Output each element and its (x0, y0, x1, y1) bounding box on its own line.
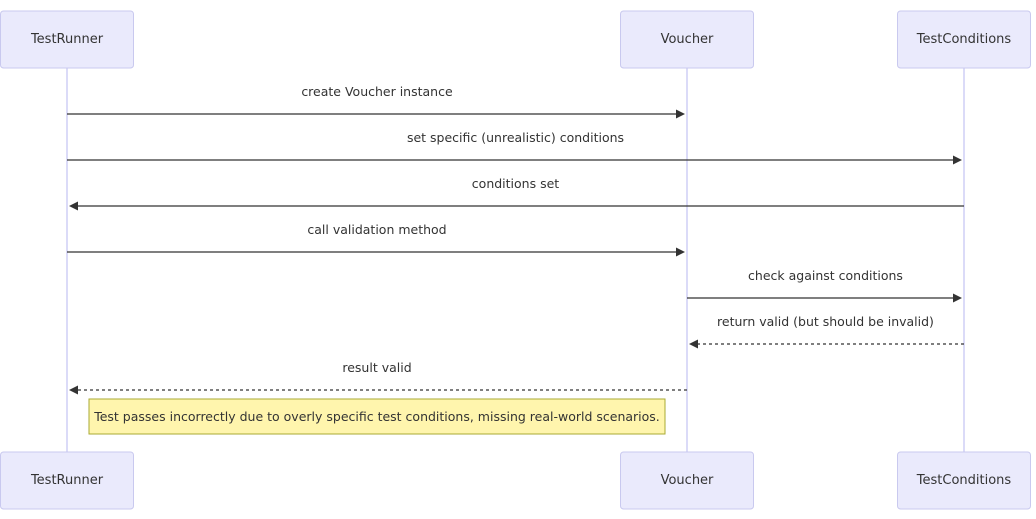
actor-runner-bottom: TestRunner (0, 451, 134, 510)
actors-bottom: TestRunner Voucher TestConditions (0, 451, 1031, 510)
note-box-group: Test passes incorrectly due to overly sp… (88, 398, 666, 435)
message-5: check against conditions (687, 268, 962, 303)
actor-label: TestConditions (916, 473, 1012, 488)
arrowhead-icon (953, 155, 962, 165)
messages: create Voucher instance set specific (unr… (67, 84, 964, 395)
arrowhead-icon (69, 385, 78, 395)
actor-conditions-top: TestConditions (897, 10, 1031, 69)
arrowhead-icon (676, 247, 685, 257)
lifelines (66, 68, 965, 452)
actor-label: TestRunner (30, 473, 104, 488)
message-label: return valid (but should be invalid) (717, 314, 934, 329)
message-1: create Voucher instance (67, 84, 685, 119)
message-label: set specific (unrealistic) conditions (407, 130, 624, 145)
arrowhead-icon (676, 109, 685, 119)
note-text: Test passes incorrectly due to overly sp… (93, 409, 660, 424)
actor-runner-top: TestRunner (0, 10, 134, 69)
actor-box (620, 451, 754, 510)
note: Test passes incorrectly due to overly sp… (88, 398, 666, 435)
message-2: set specific (unrealistic) conditions (67, 130, 962, 165)
note-box (88, 398, 666, 435)
message-3: conditions set (69, 176, 964, 211)
actor-box (620, 10, 754, 69)
message-label: call validation method (307, 222, 446, 237)
message-label: check against conditions (748, 268, 903, 283)
actor-voucher-top: Voucher (620, 10, 754, 69)
actors-top: TestRunner Voucher TestConditions (0, 10, 1031, 69)
actor-label: TestConditions (916, 32, 1012, 47)
actor-voucher-bottom: Voucher (620, 451, 754, 510)
actor-label: Voucher (661, 473, 714, 488)
actor-box (0, 10, 134, 69)
arrowhead-icon (953, 293, 962, 303)
actor-box (897, 451, 1031, 510)
message-label: create Voucher instance (301, 84, 453, 99)
message-label: result valid (342, 360, 411, 375)
message-7: result valid (69, 360, 687, 395)
message-4: call validation method (67, 222, 685, 257)
actor-box (0, 451, 134, 510)
arrowhead-icon (689, 339, 698, 349)
message-label: conditions set (472, 176, 559, 191)
actor-label: TestRunner (30, 32, 104, 47)
actor-label: Voucher (661, 32, 714, 47)
actor-conditions-bottom: TestConditions (897, 451, 1031, 510)
actor-box (897, 10, 1031, 69)
arrowhead-icon (69, 201, 78, 211)
message-6: return valid (but should be invalid) (689, 314, 964, 349)
